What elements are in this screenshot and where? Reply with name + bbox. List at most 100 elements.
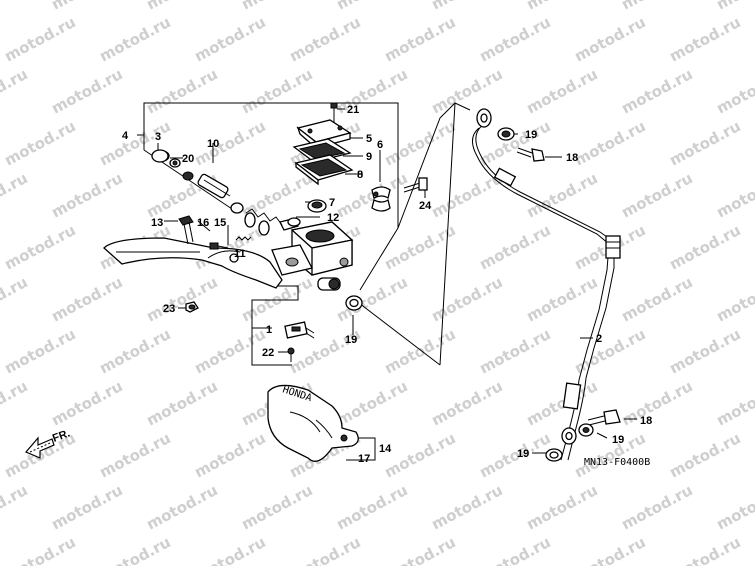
watermark-text: motod.ru bbox=[1, 533, 78, 566]
watermark-text: motod.ru bbox=[143, 65, 220, 117]
sealing-washer-lower-cylinder bbox=[345, 295, 363, 311]
callout-19-cylinder: 19 bbox=[345, 334, 357, 346]
watermark-text: motod.ru bbox=[238, 481, 315, 533]
watermark-text: motod.ru bbox=[333, 65, 410, 117]
watermark-text: motod.ru bbox=[48, 65, 125, 117]
watermark-text: motod.ru bbox=[476, 13, 553, 65]
callout-2: 2 bbox=[596, 333, 602, 345]
watermark-text: motod.ru bbox=[523, 0, 600, 14]
watermark-text: motod.ru bbox=[333, 273, 410, 325]
callout-labels: 1 2 3 4 5 6 7 8 9 10 11 12 13 14 15 16 1… bbox=[122, 104, 652, 465]
leader-lines bbox=[137, 102, 637, 461]
watermark-text: motod.ru bbox=[333, 377, 410, 429]
callout-12: 12 bbox=[327, 212, 339, 224]
callout-20: 20 bbox=[182, 153, 194, 165]
watermark-text: motod.ru bbox=[333, 0, 410, 14]
watermark-text: motod.ru bbox=[713, 65, 755, 117]
callout-4: 4 bbox=[122, 130, 129, 142]
callout-18-upper: 18 bbox=[566, 152, 578, 164]
watermark-text: motod.ru bbox=[666, 429, 743, 481]
screw-21 bbox=[330, 102, 338, 122]
watermark-text: motod.ru bbox=[0, 273, 31, 325]
callout-19-lower-right: 19 bbox=[612, 434, 624, 446]
dust-boot bbox=[151, 149, 169, 163]
watermark-text: motod.ru bbox=[0, 169, 31, 221]
callout-6: 6 bbox=[377, 139, 383, 151]
watermark-text: motod.ru bbox=[618, 273, 695, 325]
callout-18-lower: 18 bbox=[640, 415, 652, 427]
watermark-text: motod.ru bbox=[428, 0, 505, 14]
watermark-text: motod.ru bbox=[96, 429, 173, 481]
callout-16: 16 bbox=[197, 217, 209, 229]
watermark-text: motod.ru bbox=[618, 169, 695, 221]
watermark-text: motod.ru bbox=[523, 169, 600, 221]
master-cylinder-body bbox=[271, 217, 354, 291]
watermark-text: motod.ru bbox=[476, 325, 553, 377]
watermark-text: motod.ru bbox=[666, 221, 743, 273]
watermark-text: motod.ru bbox=[96, 325, 173, 377]
watermark-text: motod.ru bbox=[666, 325, 743, 377]
watermark-text: motod.ru bbox=[713, 377, 755, 429]
watermark-text: motod.ru bbox=[143, 273, 220, 325]
callout-7: 7 bbox=[329, 197, 335, 209]
callout-9: 9 bbox=[366, 151, 372, 163]
callout-17: 17 bbox=[358, 453, 370, 465]
stop-switch bbox=[284, 321, 315, 362]
callout-24: 24 bbox=[419, 200, 432, 212]
watermark-text: motod.ru bbox=[523, 377, 600, 429]
watermark-text: motod.ru bbox=[143, 377, 220, 429]
watermark-text: motod.ru bbox=[381, 117, 458, 169]
watermark-text: motod.ru bbox=[0, 65, 31, 117]
watermark-text: motod.ru bbox=[333, 481, 410, 533]
watermark-text: motod.ru bbox=[713, 0, 755, 14]
watermark-text: motod.ru bbox=[48, 273, 125, 325]
watermark-text: motod.ru bbox=[1, 117, 78, 169]
watermark-text: motod.ru bbox=[191, 533, 268, 566]
watermark-text: motod.ru bbox=[476, 533, 553, 566]
watermark-text: motod.ru bbox=[191, 429, 268, 481]
watermark-text: motod.ru bbox=[96, 13, 173, 65]
watermark-text: motod.ru bbox=[523, 273, 600, 325]
callout-15: 15 bbox=[214, 217, 226, 229]
callout-23: 23 bbox=[163, 303, 175, 315]
callout-19-upper: 19 bbox=[525, 129, 537, 141]
watermark-text: motod.ru bbox=[381, 13, 458, 65]
callout-5: 5 bbox=[366, 133, 372, 145]
watermark-text: motod.ru bbox=[618, 377, 695, 429]
direction-label: FR. bbox=[51, 427, 72, 444]
diagram-code: MN13-F0400B bbox=[584, 457, 650, 468]
watermark-text: motod.ru bbox=[428, 481, 505, 533]
reservoir-cap-stack bbox=[292, 119, 354, 186]
front-direction-arrow: FR. bbox=[25, 427, 72, 459]
brake-hose bbox=[472, 108, 621, 461]
watermark-text: motod.ru bbox=[48, 377, 125, 429]
watermark-text: motod.ru bbox=[666, 117, 743, 169]
holder-bolt bbox=[403, 177, 428, 193]
watermark-text: motod.ru bbox=[571, 533, 648, 566]
callout-3: 3 bbox=[155, 131, 161, 143]
watermark-text: motod.ru bbox=[191, 13, 268, 65]
watermark-text: motod.ru bbox=[0, 377, 31, 429]
brake-lever bbox=[103, 237, 283, 289]
callout-11: 11 bbox=[234, 248, 246, 260]
callout-21: 21 bbox=[347, 104, 359, 116]
watermark-text: motod.ru bbox=[666, 533, 743, 566]
watermark-text: motod.ru bbox=[713, 169, 755, 221]
watermark-text: motod.ru bbox=[571, 13, 648, 65]
watermark-text: motod.ru bbox=[0, 0, 31, 14]
callout-8: 8 bbox=[357, 169, 363, 181]
watermark-text: motod.ru bbox=[618, 0, 695, 14]
watermark-text: motod.ru bbox=[523, 65, 600, 117]
watermark-text: motod.ru bbox=[523, 481, 600, 533]
watermark-text: motod.ru bbox=[48, 169, 125, 221]
watermark-text: motod.ru bbox=[286, 533, 363, 566]
watermark-text: motod.ru bbox=[428, 169, 505, 221]
mirror-holder bbox=[371, 186, 391, 212]
adjuster-screw bbox=[209, 236, 252, 250]
pivot-bolt bbox=[178, 215, 194, 245]
callout-14: 14 bbox=[379, 443, 392, 455]
cap-diaphragm bbox=[307, 199, 327, 213]
watermark-text: motod.ru bbox=[571, 429, 648, 481]
watermark-text: motod.ru bbox=[143, 0, 220, 14]
